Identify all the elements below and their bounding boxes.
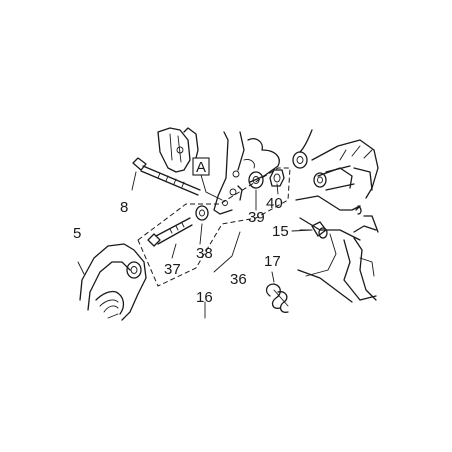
leader-36	[213, 231, 241, 273]
bolt-8	[131, 157, 201, 196]
detail-a-marker: A	[192, 157, 223, 201]
washer-39	[248, 171, 264, 189]
callout-15: 15	[272, 223, 289, 240]
clip-17	[265, 271, 289, 313]
upper-bracket	[157, 127, 280, 215]
nut-40	[269, 169, 285, 187]
callout-8: 8	[120, 199, 128, 216]
detail-a-label: A	[196, 159, 206, 176]
bolt-37	[147, 217, 193, 247]
callout-16: 16	[196, 289, 213, 306]
callout-38: 38	[196, 245, 213, 262]
leader-40	[276, 183, 279, 195]
callout-40: 40	[266, 195, 283, 212]
callout-5: 5	[73, 225, 81, 242]
leader-37	[171, 243, 177, 259]
callout-17: 17	[264, 253, 281, 270]
leader-15	[291, 229, 313, 232]
callout-36: 36	[230, 271, 247, 288]
lever-5	[77, 243, 147, 321]
right-housing	[295, 139, 379, 303]
washer-38	[195, 205, 209, 221]
leader-38	[199, 223, 203, 245]
hose-line	[299, 129, 313, 153]
group-36-outline	[137, 167, 291, 287]
callout-37: 37	[164, 261, 181, 278]
callout-39: 39	[248, 209, 265, 226]
washer-right	[292, 151, 308, 169]
